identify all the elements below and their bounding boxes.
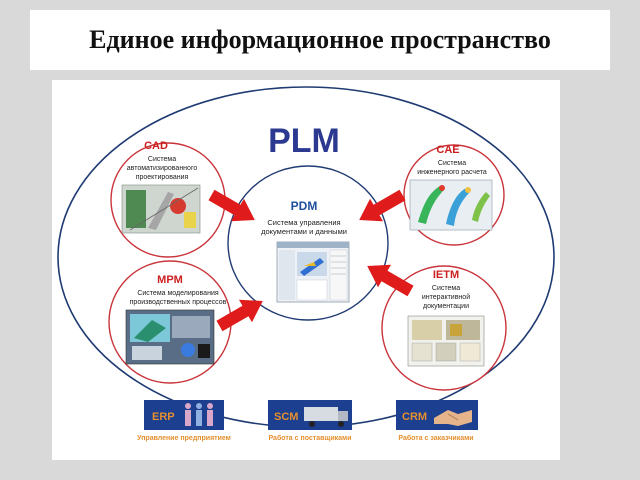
mpm-desc-line1: Система моделирования [137,290,219,297]
arrow-cae-to-pdm [359,189,406,222]
ietm-screenshot [407,315,485,367]
mpm-screenshot [125,309,215,365]
cae-desc-line1: Система [438,160,466,167]
mpm-desc-line2: производственных процессов [130,299,227,306]
truck-icon [304,407,348,427]
erp-caption: Управление предприятием [137,435,231,442]
cad-desc-line1: Система [148,156,176,163]
cad-screenshot [121,184,201,234]
plm-diagram-canvas: PLM PDM Система управления документами и… [57,86,555,442]
cad-name: CAD [144,140,168,152]
crm-name: CRM [402,411,427,423]
cae-desc-line2: инженерного расчета [417,169,487,176]
pdm-desc-line2: документами и данными [261,227,347,236]
erp-name: ERP [152,411,175,423]
arrow-ietm-to-pdm [367,264,414,297]
cae-screenshot [409,179,493,231]
cae-name: CAE [436,144,459,156]
crm-box: CRM Работа с заказчиками [396,400,478,442]
scm-box: SCM Работа с поставщиками [268,400,352,442]
cad-desc-line3: проектирования [136,174,189,181]
plm-label: PLM [268,122,340,160]
pdm-screenshot [276,241,350,303]
handshake-icon [434,410,472,426]
arrow-mpm-to-pdm [216,299,263,332]
slide-title-bar: Единое информационное пространство [30,10,610,70]
pdm-desc-line1: Система управления [267,218,340,227]
slide-title: Единое информационное пространство [89,25,551,54]
pdm-name: PDM [291,199,318,213]
scm-caption: Работа с поставщиками [268,434,351,442]
erp-box: ERP Управление предприятием [137,400,231,442]
erp-people-icon [185,403,213,426]
plm-diagram: PLM PDM Система управления документами и… [52,80,560,460]
ietm-name: IETM [433,269,459,281]
ietm-desc-line1: Система [432,285,460,292]
cad-desc-line2: автоматизированного [127,165,198,172]
scm-name: SCM [274,411,298,423]
ietm-desc-line3: документации [423,303,469,310]
arrow-cad-to-pdm [208,189,255,222]
ietm-desc-line2: интерактивной [422,293,470,301]
crm-caption: Работа с заказчиками [398,434,473,442]
mpm-name: MPM [157,274,183,286]
